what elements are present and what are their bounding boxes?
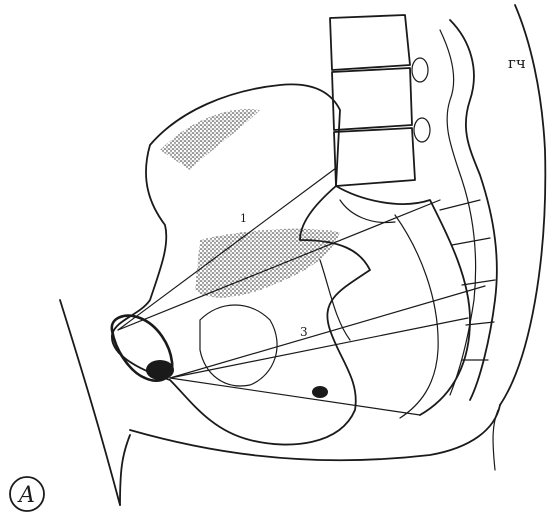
panel-label-badge: A xyxy=(10,477,44,511)
corner-mark: гч xyxy=(508,54,526,72)
region-number-1: 1 xyxy=(240,212,247,225)
sacrum xyxy=(336,186,495,418)
pelvic-measurement-lines xyxy=(118,168,485,415)
region-number-3: 3 xyxy=(300,325,308,339)
panel-label: A xyxy=(17,483,35,508)
lumbar-vertebrae xyxy=(330,15,430,186)
